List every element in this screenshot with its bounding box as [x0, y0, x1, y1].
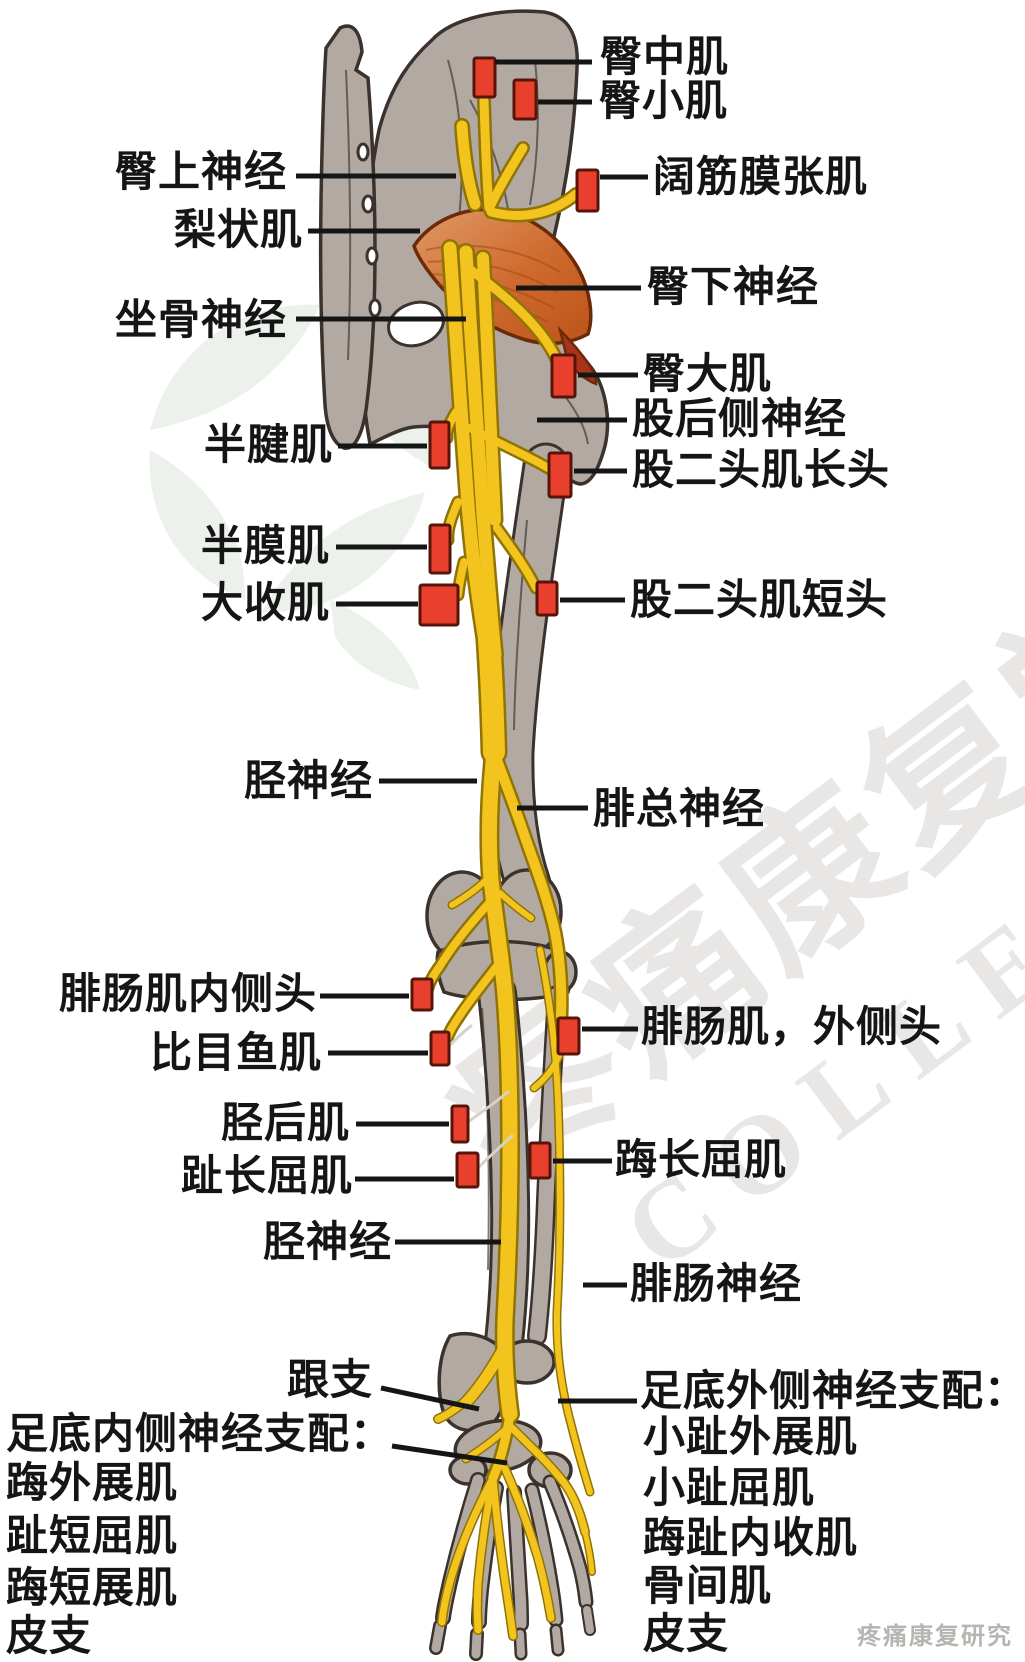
- marker-gluteus-medius: [472, 56, 497, 99]
- calcaneal-branch-path: [434, 1338, 509, 1423]
- marker-semimembranosus: [428, 523, 452, 575]
- label-gluteus-minimus: 臀小肌: [599, 79, 729, 125]
- label-adductor-hallucis: 踇趾内收肌: [643, 1516, 859, 1562]
- label-common-peroneal-nerve: 腓总神经: [593, 787, 766, 833]
- branch-tfl: [486, 189, 581, 220]
- label-cutaneous-branch-medial: 皮支: [6, 1614, 93, 1660]
- nerve-root: [456, 120, 481, 210]
- label-adductor-magnus: 大收肌: [200, 581, 330, 627]
- obturator-foramen: [387, 300, 445, 348]
- leader-lines: [296, 59, 648, 1466]
- branch-biceps-long: [466, 424, 552, 472]
- marker-semitendinosus: [428, 420, 451, 470]
- sciatic-trunk-strand: [459, 245, 502, 662]
- label-posterior-femoral-cutaneous-nerve: 股后侧神经: [632, 397, 848, 443]
- label-semimembranosus: 半膜肌: [200, 524, 330, 570]
- branch-gluteus-minimus: [486, 143, 528, 210]
- marker-soleus: [429, 1030, 451, 1067]
- lateral-plantar-trunk: [508, 1424, 589, 1536]
- label-tibial-nerve-upper: 胫神经: [243, 759, 373, 805]
- label-flexor-digiti-minimi: 小趾屈肌: [643, 1466, 816, 1512]
- label-piriformis: 梨状肌: [173, 208, 303, 254]
- plantar-digital-branch: [438, 1474, 497, 1626]
- plantar-digital-branch: [497, 1456, 555, 1622]
- marker-gastrocnemius-medial-head: [410, 977, 434, 1012]
- label-biceps-femoris-short-head: 股二头肌短头: [630, 578, 889, 624]
- label-sciatic-nerve: 坐骨神经: [114, 298, 287, 344]
- medial-plantar-trunk: [488, 1409, 515, 1483]
- label-flexor-hallucis-brevis: 踇短展肌: [6, 1566, 179, 1612]
- marker-flexor-digitorum-longus: [455, 1151, 480, 1189]
- label-gastrocnemius-lateral-head: 腓肠肌，外侧头: [641, 1005, 943, 1051]
- label-superior-gluteal-nerve: 臀上神经: [114, 150, 287, 196]
- sural-nerve-path: [537, 947, 593, 1495]
- leader-plantar-medial: [391, 1443, 508, 1466]
- label-inferior-gluteal-nerve: 臀下神经: [647, 265, 820, 311]
- label-flexor-hallucis-longus: 踇长屈肌: [615, 1138, 788, 1184]
- leader-calcaneal-branch: [380, 1385, 480, 1412]
- calcaneal-twig: [467, 1355, 504, 1405]
- nerves: [424, 95, 595, 1640]
- marker-flexor-hallucis-longus: [528, 1141, 552, 1180]
- label-biceps-femoris-long-head: 股二头肌长头: [632, 448, 891, 494]
- genicular-twig: [497, 890, 534, 921]
- tibial-nerve-path: [481, 744, 518, 1422]
- label-tibialis-posterior: 胫后肌: [220, 1101, 350, 1147]
- marker-tensor-fasciae-latae: [575, 168, 600, 213]
- label-plantar-medial-title: 足底内侧神经支配：: [6, 1412, 394, 1458]
- marker-tibialis-posterior: [450, 1104, 470, 1144]
- lateral-plantar-twig: [582, 1529, 595, 1575]
- label-gluteus-medius: 臀中肌: [600, 35, 730, 81]
- label-tibial-nerve-lower: 胫神经: [262, 1220, 392, 1266]
- branch-biceps-short: [493, 524, 540, 592]
- marker-biceps-femoris-long-head: [547, 451, 573, 499]
- label-gluteus-maximus: 臀大肌: [643, 352, 773, 398]
- common-peroneal-path: [489, 747, 567, 1021]
- corner-watermark: 疼痛康复研究: [857, 1624, 1013, 1650]
- label-cutaneous-branch-lateral: 皮支: [643, 1612, 730, 1658]
- label-sural-nerve: 腓肠神经: [630, 1262, 803, 1308]
- label-gastrocnemius-medial-head: 腓肠肌内侧头: [58, 972, 317, 1018]
- label-soleus: 比目鱼肌: [149, 1031, 322, 1077]
- branch-gluteus-medius: [479, 95, 494, 213]
- label-interossei: 骨间肌: [643, 1564, 773, 1610]
- marker-gluteus-minimus: [512, 78, 538, 121]
- plantar-digital-branch: [489, 1474, 517, 1640]
- label-abductor-digiti-minimi: 小趾外展肌: [643, 1415, 859, 1461]
- label-tensor-fasciae-latae: 阔筋膜张肌: [653, 155, 869, 201]
- marker-gluteus-maximus: [550, 353, 577, 399]
- label-abductor-hallucis: 踇外展肌: [6, 1461, 179, 1507]
- genicular-twig: [449, 875, 491, 908]
- plantar-digital-branch: [473, 1474, 497, 1634]
- label-flexor-digitorum-longus: 趾长屈肌: [180, 1154, 353, 1200]
- marker-biceps-femoris-short-head: [535, 580, 559, 617]
- sciatic-trunk-strand: [477, 252, 501, 526]
- label-flexor-digitorum-brevis: 趾短屈肌: [6, 1514, 179, 1560]
- label-plantar-lateral-title: 足底外侧神经支配：: [640, 1369, 1025, 1415]
- sciatic-trunk: [478, 629, 505, 763]
- label-semitendinosus: 半腱肌: [203, 423, 333, 469]
- marker-gastrocnemius-lateral-head: [556, 1016, 581, 1056]
- femur-bone: [487, 442, 570, 908]
- tendon-lines: [447, 1024, 514, 1170]
- marker-adductor-magnus: [418, 583, 460, 627]
- label-calcaneal-branch: 跟支: [286, 1358, 373, 1404]
- muscle-markers: [410, 56, 600, 1189]
